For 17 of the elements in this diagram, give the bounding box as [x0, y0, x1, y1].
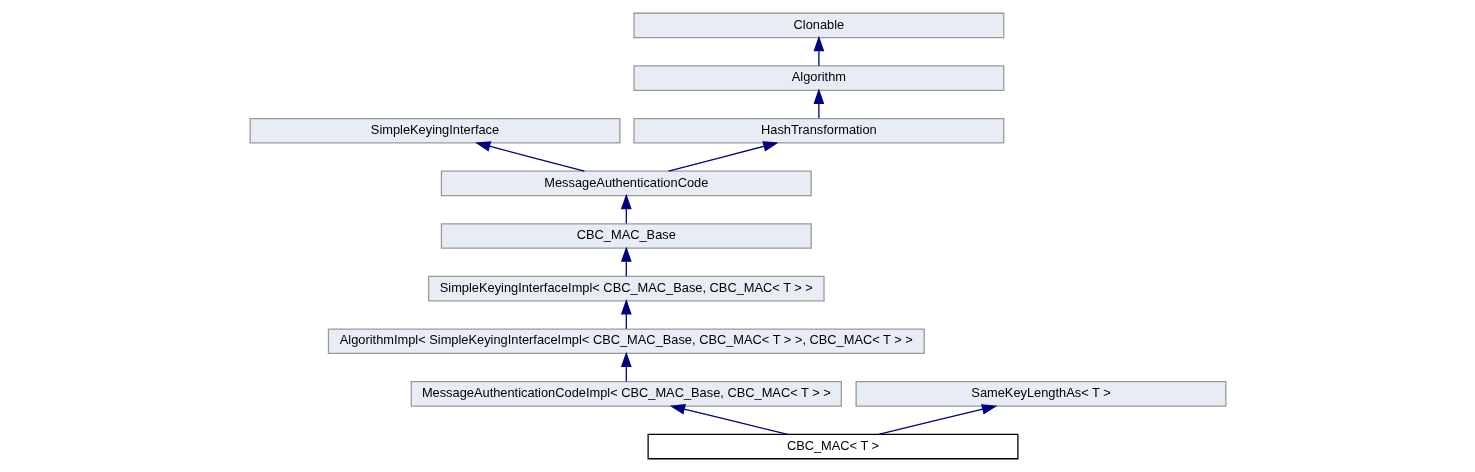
node-box: CBC_MAC_Base — [440, 223, 812, 249]
arrow — [813, 88, 824, 119]
arrow — [877, 404, 997, 435]
node-box: AlgorithmImpl< SimpleKeyingInterfaceImpl< CBC_MAC_Base, CBC_MAC< T > >, CBC_MAC< T > > — [327, 328, 925, 355]
arrow — [667, 141, 779, 172]
node-box: SimpleKeyingInterface — [249, 117, 621, 144]
node-box: MessageAuthenticationCodeImpl< CBC_MAC_Base, CBC_MAC< T > > — [410, 381, 842, 407]
node-box: HashTransformation — [632, 117, 1004, 144]
arrow — [474, 141, 585, 172]
arrow — [813, 35, 824, 67]
node-box: SameKeyLengthAs< T > — [854, 381, 1226, 407]
node-box: MessageAuthenticationCode — [440, 170, 812, 197]
arrow — [669, 404, 788, 435]
node-box: CBC_MAC< T > — [647, 433, 1018, 460]
node-box: Clonable — [632, 12, 1004, 39]
node-box: Algorithm — [632, 65, 1004, 91]
node-box: SimpleKeyingInterfaceImpl< CBC_MAC_Base, CBC_MAC< T > > — [427, 275, 825, 302]
